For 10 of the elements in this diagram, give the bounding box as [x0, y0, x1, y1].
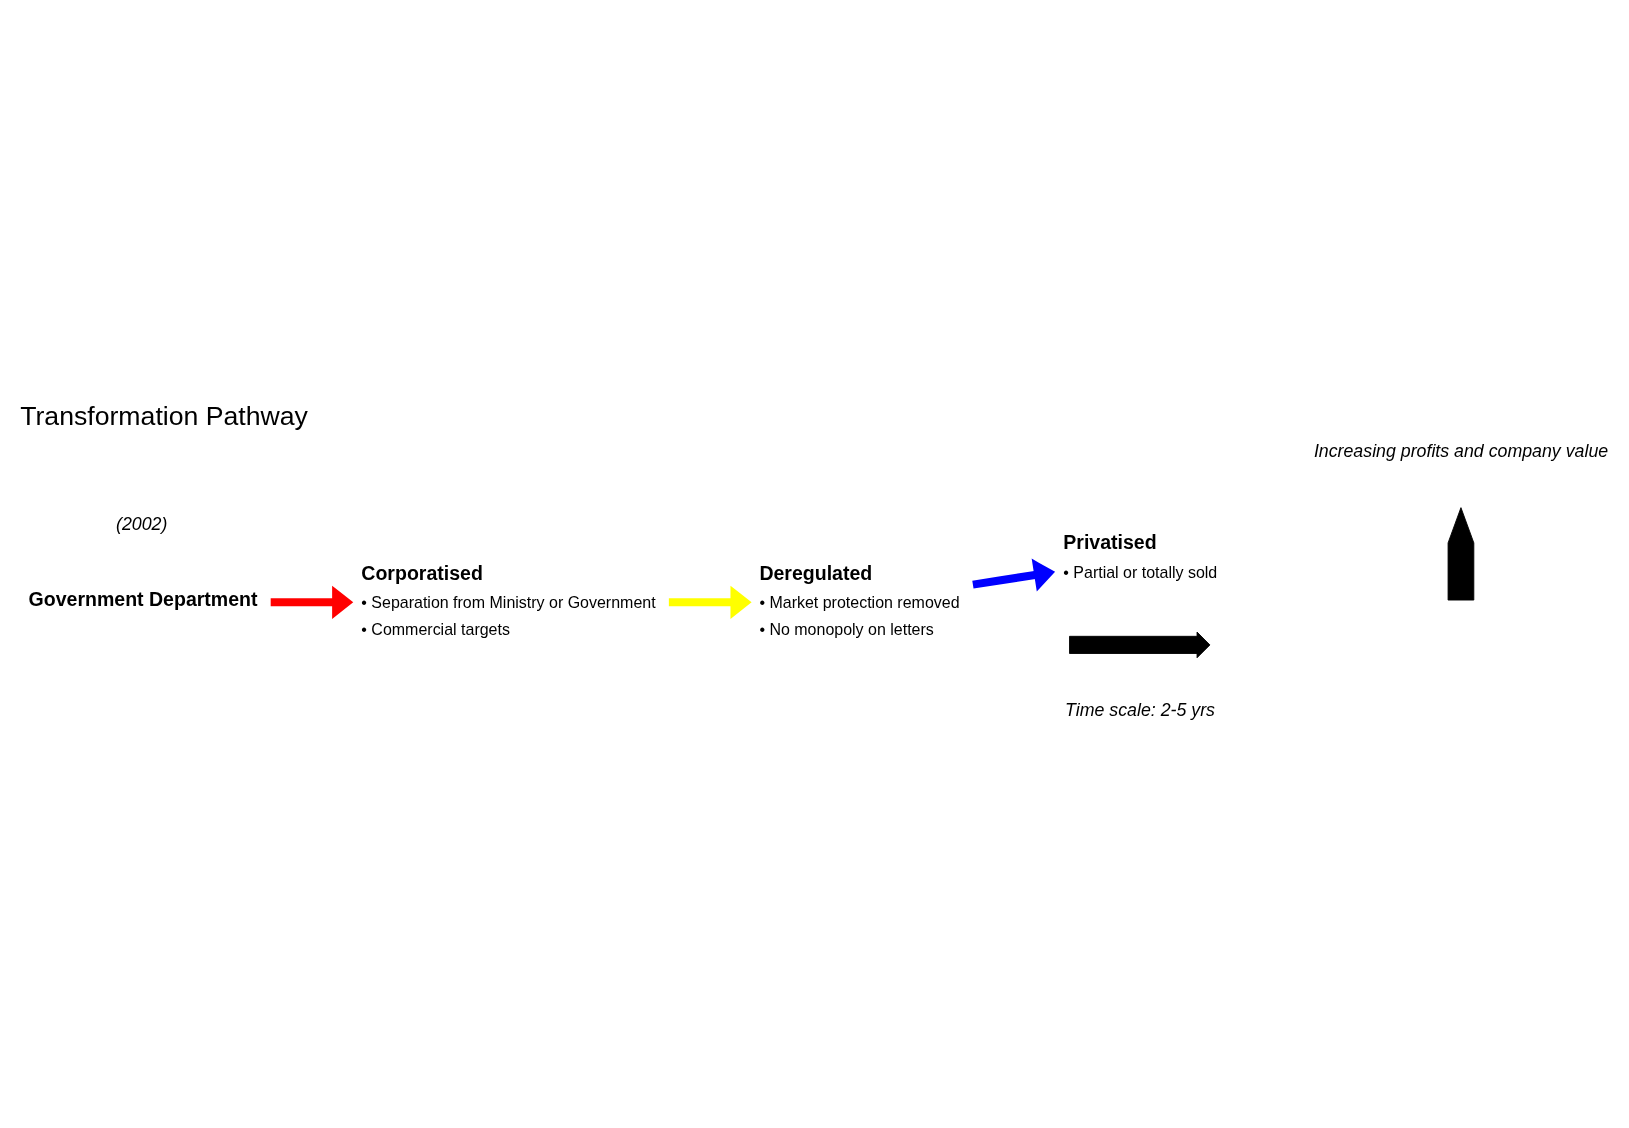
label: Time scale: 2-5 yrs	[1065, 699, 1215, 720]
node-arrow	[1447, 506, 1475, 600]
node-text: Deregulated • Market protection removed • No monopoly on letters	[759, 561, 960, 638]
node-text: Privatised • Partial or totally sold	[1063, 530, 1218, 581]
node-arrow	[1069, 631, 1211, 658]
label: (2002)	[116, 513, 168, 534]
diagram-title: Transformation Pathway	[20, 400, 308, 431]
node-text: Government Department	[28, 587, 258, 610]
label: Increasing profits and company value	[1313, 440, 1609, 461]
node-text: Corporatised • Separation from Ministry or Government • Commercial targets	[361, 561, 656, 638]
